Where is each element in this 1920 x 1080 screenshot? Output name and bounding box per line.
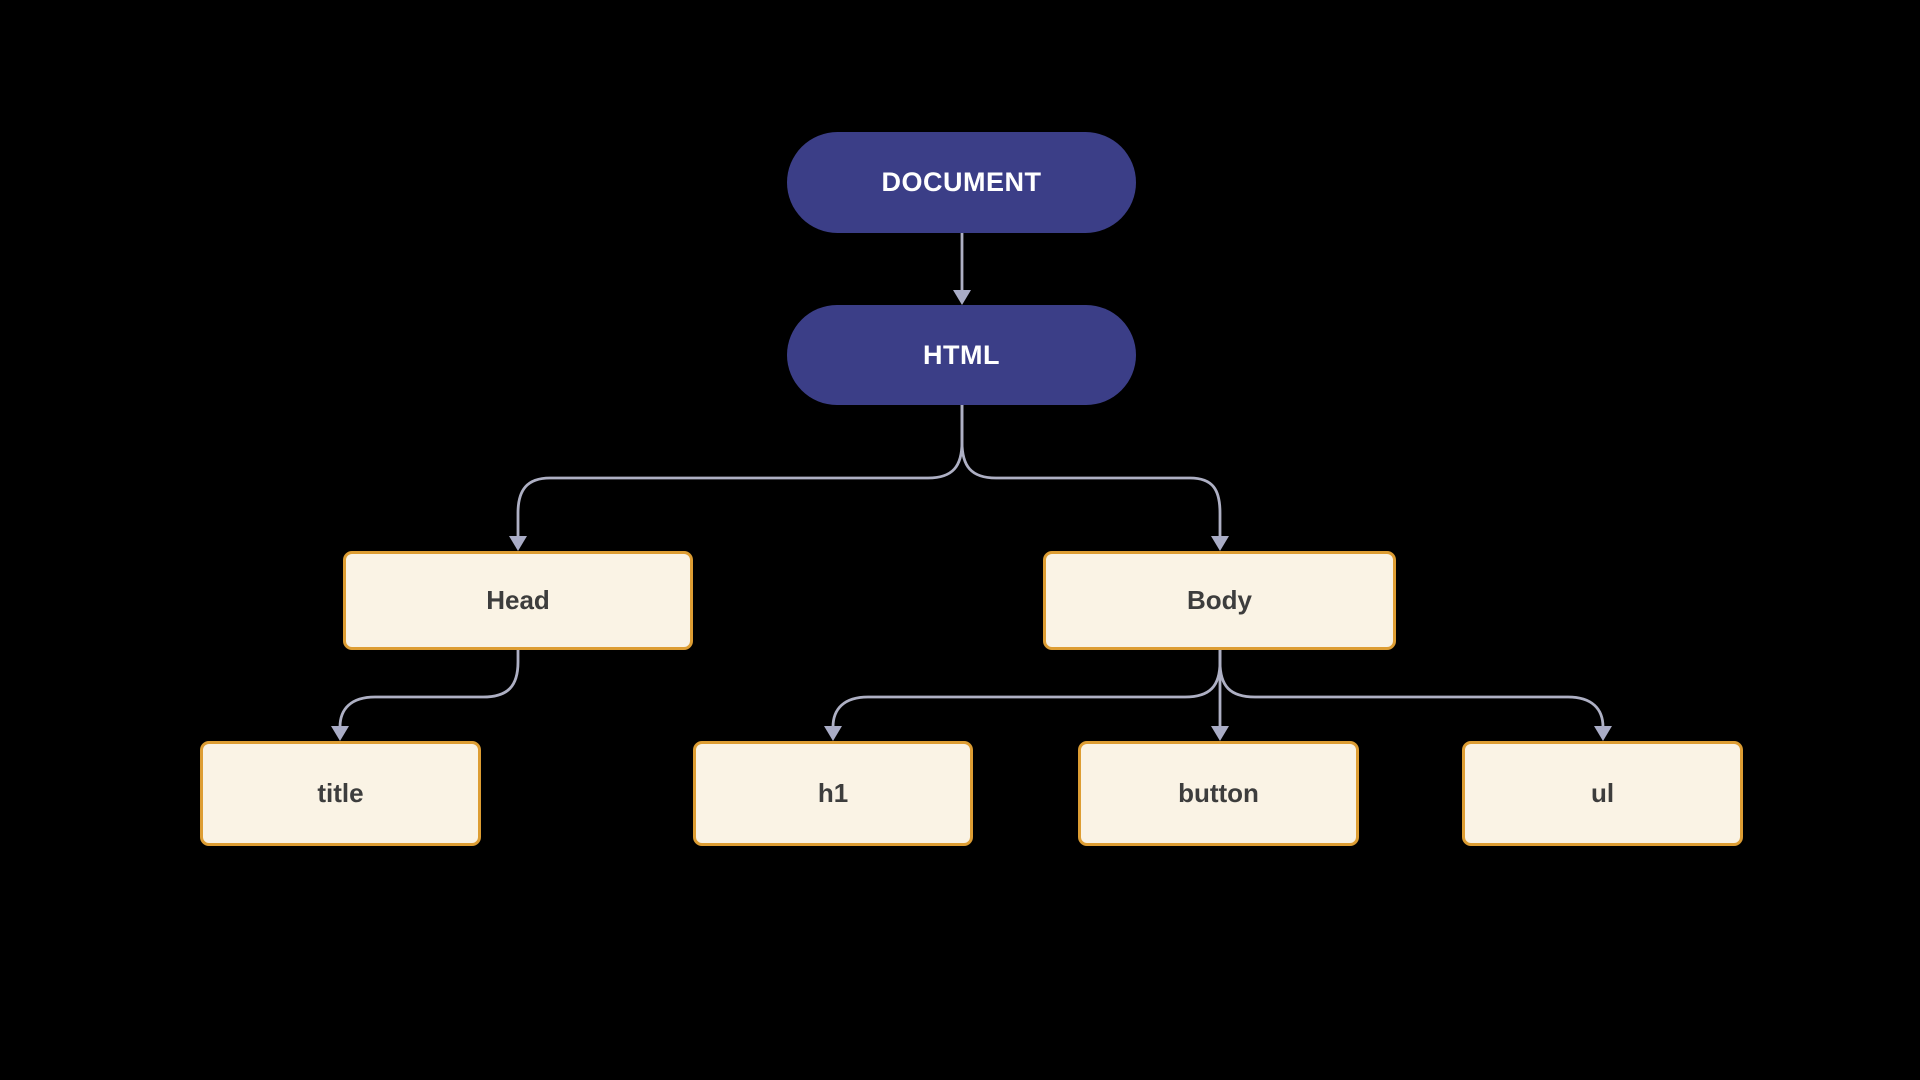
arrowhead-body-to-button [1211,726,1229,741]
node-title: title [200,741,481,846]
node-head: Head [343,551,693,650]
edge-body-to-ul [1218,650,1605,728]
arrowhead-html-to-head [509,536,527,551]
node-button: button [1078,741,1359,846]
node-ul-label: ul [1590,778,1615,808]
arrowhead-body-to-h1 [824,726,842,741]
node-body-label: Body [1187,585,1252,615]
arrowhead-head-to-title [331,726,349,741]
edge-html-to-head [516,405,964,537]
node-head-label: Head [486,585,550,615]
node-html: HTML [787,305,1136,405]
node-h1-label: h1 [817,778,849,808]
arrowhead-html-to-body [1211,536,1229,551]
edge-head-to-title [338,650,520,728]
arrowhead-document-to-html [953,290,971,305]
node-ul: ul [1462,741,1743,846]
arrowhead-body-to-ul [1594,726,1612,741]
node-document: DOCUMENT [787,132,1136,233]
node-h1: h1 [693,741,973,846]
node-document-label: DOCUMENT [881,167,1042,197]
node-body: Body [1043,551,1396,650]
node-title-label: title [317,778,364,808]
node-button-label: button [1178,778,1259,808]
edge-html-to-body [960,405,1222,537]
edge-body-to-h1 [831,650,1222,728]
node-html-label: HTML [923,339,1000,370]
